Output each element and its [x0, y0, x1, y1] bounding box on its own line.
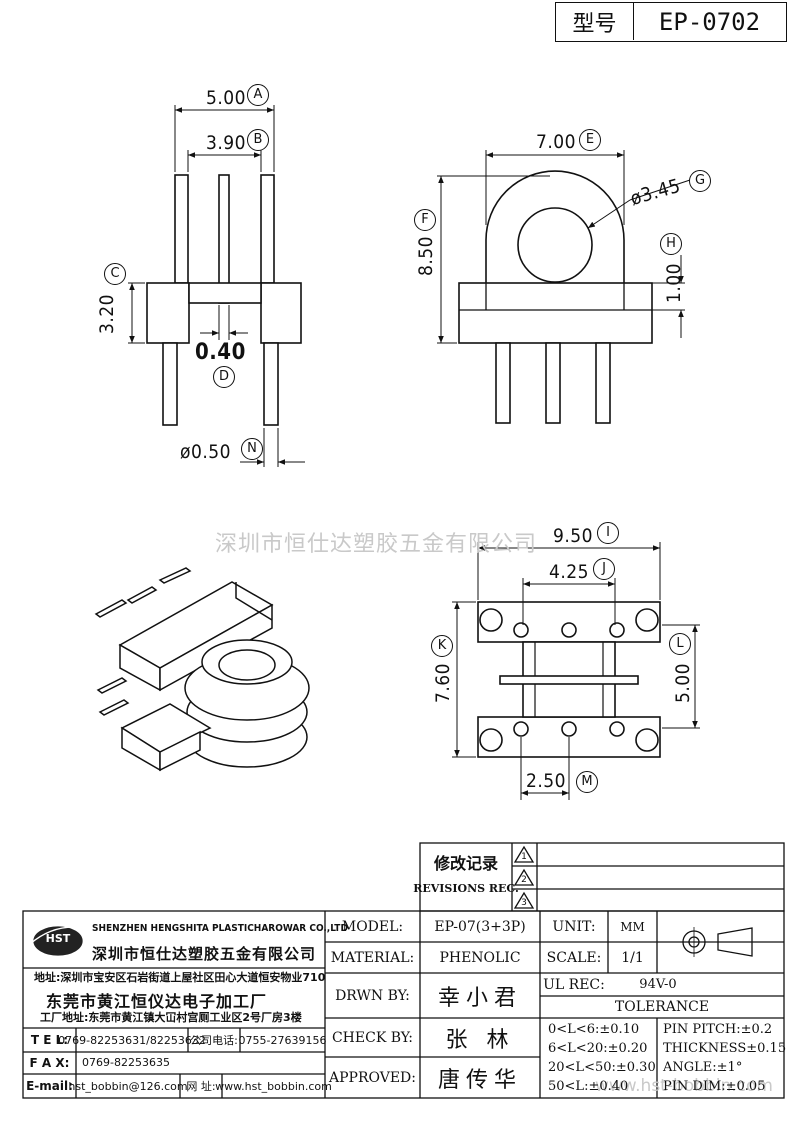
fax-label: F A X: [29, 1056, 70, 1070]
approved-value: 唐传华 [437, 1067, 522, 1093]
fax-value: 0769-82253635 [82, 1056, 170, 1069]
revision-mark-2: 2 [521, 875, 527, 885]
factory-address: 工厂地址:东莞市黄江镇大冚村宫厕工业区2号厂房3楼 [40, 1011, 302, 1024]
tolerance-left: 0<L<6:±0.10 6<L<20:±0.20 20<L<50:±0.30 5… [548, 1020, 656, 1096]
email-label: E-mail: [26, 1079, 73, 1093]
revisions-title-en: REVISIONS REC. [413, 881, 519, 895]
revision-mark-3: 3 [521, 898, 527, 908]
side-view [437, 150, 691, 424]
dim-j-bubble: J [593, 558, 615, 580]
type-label: 型号 [556, 3, 634, 40]
check-label: CHECK BY: [331, 1029, 414, 1046]
tol-right-4: PIN DIM:±0.05 [663, 1079, 766, 1094]
dim-e-bubble: E [579, 129, 601, 151]
dim-m-value: 2.50 [526, 770, 567, 792]
dim-d-bubble: D [213, 366, 235, 388]
web-value: www.hst_bobbin.com [215, 1079, 332, 1093]
company-name-en: SHENZHEN HENGSHITA PLASTICHAROWAR CO.,LT… [92, 923, 348, 934]
tol-right-2: THICKNESS±0.15 [663, 1041, 787, 1056]
model-value: EP-07(3+3P) [434, 918, 526, 935]
dim-l-value: 5.00 [672, 662, 694, 703]
company-address: 地址:深圳市宝安区石岩街道上屋社区田心大道恒安物业710 [34, 971, 326, 984]
tol-left-4: 50<L:±0.40 [548, 1079, 629, 1094]
scale-label: SCALE: [546, 949, 602, 966]
dim-b-value: 3.90 [206, 132, 247, 154]
ul-value: 94V-0 [639, 977, 677, 992]
unit-value: MM [620, 919, 645, 934]
dim-b-bubble: B [247, 129, 269, 151]
tol-left-3: 20<L<50:±0.30 [548, 1060, 656, 1075]
dim-g-bubble: G [689, 170, 711, 192]
dim-a-bubble: A [247, 84, 269, 106]
drawn-value: 幸小君 [437, 985, 522, 1011]
web-label: 网 址: [186, 1080, 216, 1093]
title-block-grid [22, 842, 785, 1099]
dim-h-value: 1.00 [663, 262, 685, 303]
office-tel-label: 公司电话: [190, 1034, 238, 1047]
dim-n-bubble: N [241, 438, 263, 460]
dim-i-value: 9.50 [553, 525, 594, 547]
tel-label: T E L: [30, 1033, 69, 1047]
material-value: PHENOLIC [439, 949, 521, 966]
dim-m-bubble: M [576, 771, 598, 793]
dim-l-bubble: L [669, 633, 691, 655]
watermark-company: 深圳市恒仕达塑胶五金有限公司 [215, 532, 538, 557]
dim-f-bubble: F [414, 209, 436, 231]
dim-e-value: 7.00 [536, 131, 577, 153]
dim-c-value: 3.20 [96, 293, 118, 334]
tol-left-2: 6<L<20:±0.20 [548, 1041, 648, 1056]
model-header: 型号 EP-0702 [555, 2, 787, 42]
revision-mark-1: 1 [521, 852, 527, 862]
scale-value: 1/1 [621, 949, 644, 966]
watermark-website: www.hst-bobbin.com [595, 1076, 773, 1096]
model-code: EP-0702 [658, 7, 761, 36]
tel-value: 0769-82253631/82253632 [58, 1033, 206, 1047]
front-view [128, 105, 305, 467]
drawn-label: DRWN BY: [335, 987, 410, 1004]
factory-name: 东莞市黄江恒仪达电子加工厂 [46, 992, 268, 1011]
material-label: MATERIAL: [330, 949, 415, 966]
model-label: MODEL: [341, 918, 404, 935]
dim-f-value: 8.50 [415, 235, 437, 276]
dim-k-value: 7.60 [432, 662, 454, 703]
revisions-title-cn: 修改记录 [433, 854, 498, 873]
dim-h-bubble: H [660, 233, 682, 255]
company-name-cn: 深圳市恒仕达塑胶五金有限公司 [92, 945, 317, 963]
dim-k-bubble: K [431, 635, 453, 657]
tol-left-1: 0<L<6:±0.10 [548, 1022, 640, 1037]
approved-label: APPROVED: [329, 1069, 416, 1086]
dim-a-value: 5.00 [206, 87, 247, 109]
company-logo: HST [45, 932, 71, 945]
tol-right-3: ANGLE:±1° [663, 1060, 743, 1075]
unit-label: UNIT: [552, 918, 596, 935]
tolerance-label: TOLERANCE [614, 999, 710, 1015]
dim-c-bubble: C [104, 263, 126, 285]
email-value: hst_bobbin@126.com [68, 1079, 188, 1093]
office-tel-value: 0755-27639156 [238, 1033, 327, 1047]
check-value: 张 林 [445, 1027, 515, 1053]
dim-j-value: 4.25 [549, 561, 590, 583]
dim-n-value: ø0.50 [180, 441, 232, 463]
isometric-view [94, 567, 310, 772]
dim-i-bubble: I [597, 522, 619, 544]
dim-d-value: 0.40 [195, 340, 246, 365]
plan-view [452, 542, 700, 800]
ul-label: UL REC: [543, 976, 605, 993]
tolerance-right: PIN PITCH:±0.2 THICKNESS±0.15 ANGLE:±1° … [663, 1020, 786, 1096]
tol-right-1: PIN PITCH:±0.2 [663, 1022, 773, 1037]
